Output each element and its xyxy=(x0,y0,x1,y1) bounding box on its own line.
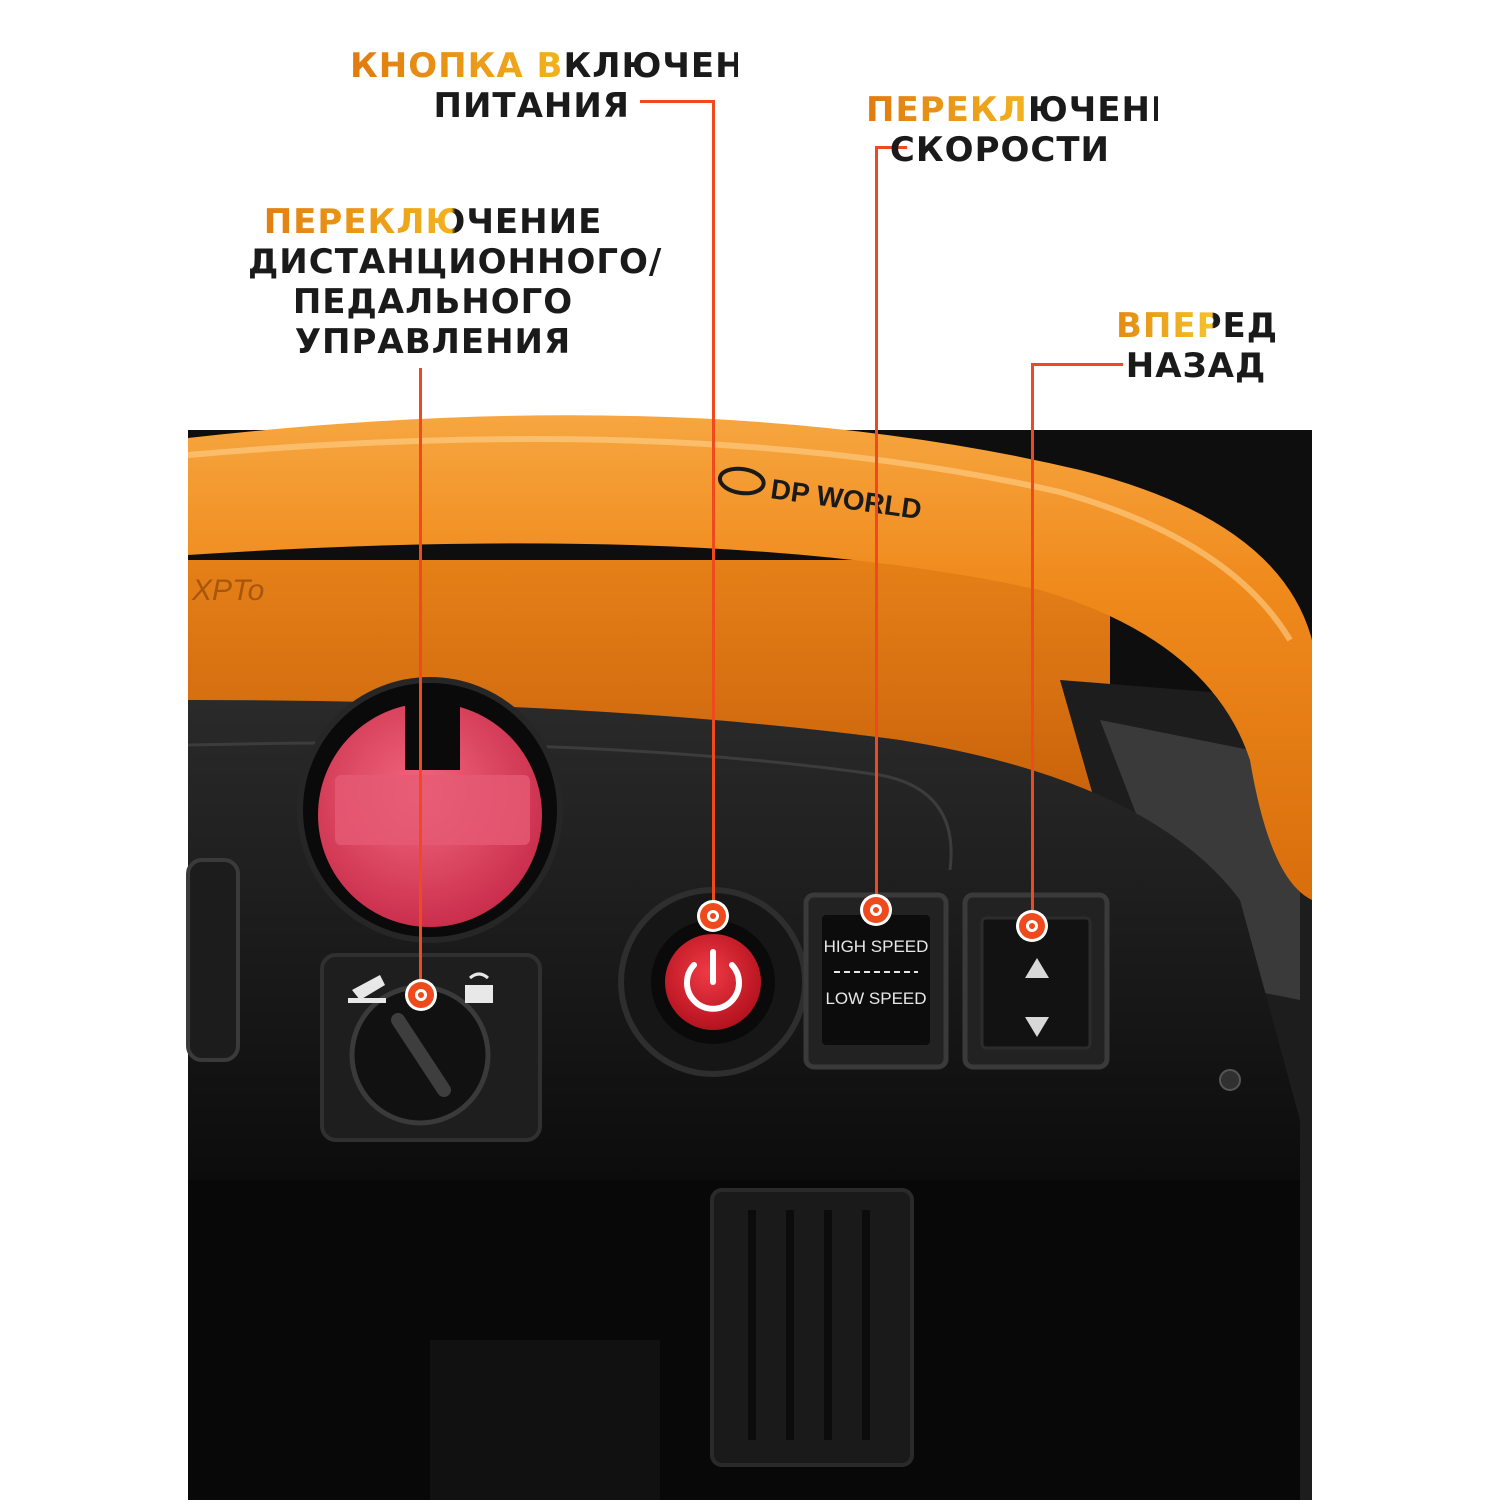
label-control-line1: ПЕРЕКЛЮЧЕНИЕ xyxy=(248,202,618,242)
callout-dot-control xyxy=(408,982,434,1008)
label-speed: ПЕРЕКЛЮЧЕНИЕ СКОРОСТИ xyxy=(866,90,1205,170)
callout-dot-power xyxy=(700,903,726,929)
speed-high-label: HIGH SPEED xyxy=(824,937,929,956)
leader-power-v xyxy=(712,100,715,913)
side-text: XPTo xyxy=(191,574,264,607)
left-vent xyxy=(186,858,240,1062)
fuse-ridge xyxy=(335,775,530,845)
leader-direction-v xyxy=(1031,363,1034,925)
orange-hood xyxy=(188,560,1110,850)
label-direction-line2: НАЗАД xyxy=(1125,346,1267,386)
screw xyxy=(1219,1069,1241,1091)
pedal-icon xyxy=(348,975,386,1003)
label-speed-line2: СКОРОСТИ xyxy=(889,130,1110,170)
callout-dot-direction xyxy=(1019,913,1045,939)
label-speed-line1: ПЕРЕКЛЮЧЕНИЕ xyxy=(866,90,1205,130)
pedal-ridges xyxy=(748,1210,870,1440)
mode-knob-pointer xyxy=(391,1013,451,1097)
label-control-line2: ДИСТАНЦИОННОГО/ xyxy=(248,242,663,282)
label-direction: ВПЕРЕД/ НАЗАД xyxy=(1116,306,1292,386)
speed-low-label: LOW SPEED xyxy=(825,989,926,1008)
accelerator-pedal xyxy=(710,1188,914,1467)
leader-direction-h xyxy=(1031,363,1123,366)
arrow-up-icon xyxy=(1025,958,1049,978)
arrow-down-icon xyxy=(1025,1017,1049,1037)
label-power-line2: ПИТАНИЯ xyxy=(433,86,630,126)
label-control-line3: ПЕДАЛЬНОГО xyxy=(292,282,574,322)
label-power: КНОПКА ВКЛЮЧЕНИЯ ПИТАНИЯ xyxy=(350,46,802,126)
leader-speed-h xyxy=(875,146,907,149)
label-control: ПЕРЕКЛЮЧЕНИЕ ДИСТАНЦИОННОГО/ ПЕДАЛЬНОГО … xyxy=(248,202,663,362)
speed-switch[interactable] xyxy=(822,915,930,1045)
remote-control-icon xyxy=(465,972,493,1003)
label-direction-line1: ВПЕРЕД/ xyxy=(1116,306,1292,346)
roll-bar-highlight xyxy=(187,436,1293,642)
callout-dot-speed xyxy=(863,897,889,923)
leader-power-h xyxy=(640,100,714,103)
fuse-slot xyxy=(405,700,460,770)
label-control-line4: УПРАВЛЕНИЯ xyxy=(294,322,572,362)
power-icon xyxy=(684,949,742,1012)
seat-block xyxy=(430,1340,660,1500)
leader-speed-v xyxy=(875,146,878,909)
leader-control-v xyxy=(419,368,422,993)
label-power-line1: КНОПКА ВКЛЮЧЕНИЯ xyxy=(350,46,802,86)
